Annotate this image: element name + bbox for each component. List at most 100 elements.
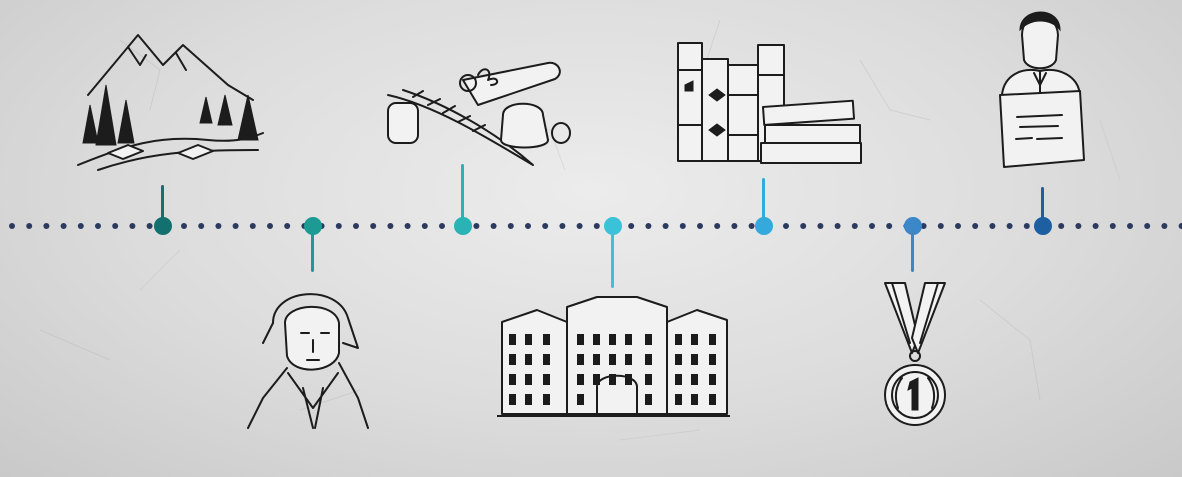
building-window	[675, 334, 682, 345]
building-window	[509, 354, 516, 365]
timeline-dot	[129, 223, 135, 229]
building-window	[543, 394, 550, 405]
timeline-dot	[559, 223, 565, 229]
timeline-dot	[972, 223, 978, 229]
timeline-dot	[525, 223, 531, 229]
timeline-dot	[250, 223, 256, 229]
timeline-dot	[955, 223, 961, 229]
stack-of-books-icon	[673, 25, 865, 170]
timeline-dot	[370, 223, 376, 229]
timeline-dot	[26, 223, 32, 229]
timeline-dot	[1007, 223, 1013, 229]
building-window	[509, 334, 516, 345]
building-window	[645, 334, 652, 345]
timeline-dot	[353, 223, 359, 229]
timeline-dot	[989, 223, 995, 229]
timeline-dot	[869, 223, 875, 229]
timeline-dot	[542, 223, 548, 229]
building-window	[509, 394, 516, 405]
timeline-dot	[731, 223, 737, 229]
timeline-dot	[181, 223, 187, 229]
timeline-dot	[1144, 223, 1150, 229]
building-window	[509, 374, 516, 385]
marker-node	[1034, 217, 1052, 235]
timeline-dot	[1024, 223, 1030, 229]
building-window	[593, 334, 600, 345]
building-window	[593, 374, 600, 385]
building-window	[625, 374, 632, 385]
building-window	[709, 334, 716, 345]
marker-node	[154, 217, 172, 235]
timeline-dotted-line	[0, 221, 1182, 231]
marker-stem	[911, 230, 914, 272]
bust-monument-icon	[992, 5, 1088, 175]
timeline-dot	[1110, 223, 1116, 229]
timeline-dot	[1179, 223, 1182, 229]
marker-stem	[461, 164, 464, 224]
timeline-dot	[852, 223, 858, 229]
building-window	[625, 354, 632, 365]
building-window	[543, 374, 550, 385]
building-window	[691, 354, 698, 365]
building-window	[645, 374, 652, 385]
building-window	[577, 394, 584, 405]
timeline-dot	[147, 223, 153, 229]
timeline-dot	[43, 223, 49, 229]
timeline-dot	[628, 223, 634, 229]
timeline-dot	[267, 223, 273, 229]
timeline-dot	[817, 223, 823, 229]
timeline-dot	[1161, 223, 1167, 229]
timeline-dot	[680, 223, 686, 229]
timeline-dot	[508, 223, 514, 229]
building-window	[525, 334, 532, 345]
timeline-dot	[284, 223, 290, 229]
woman-in-bonnet-portrait-icon	[243, 278, 373, 433]
timeline-dot	[663, 223, 669, 229]
timeline-dot	[473, 223, 479, 229]
timeline-dot	[1075, 223, 1081, 229]
timeline-dot	[749, 223, 755, 229]
timeline-dot	[783, 223, 789, 229]
timeline-dot	[95, 223, 101, 229]
timeline-dot	[886, 223, 892, 229]
building-window	[645, 394, 652, 405]
timeline-dot	[594, 223, 600, 229]
timeline-dot	[835, 223, 841, 229]
building-window	[675, 374, 682, 385]
timeline-dot	[714, 223, 720, 229]
timeline-dot	[938, 223, 944, 229]
building-window	[577, 374, 584, 385]
building-window	[543, 334, 550, 345]
building-window	[525, 374, 532, 385]
academy-building-icon	[497, 292, 730, 420]
timeline-dot	[215, 223, 221, 229]
timeline-dot	[336, 223, 342, 229]
building-window	[577, 354, 584, 365]
building-window	[709, 354, 716, 365]
building-window	[691, 394, 698, 405]
timeline-dot	[61, 223, 67, 229]
timeline-dot	[800, 223, 806, 229]
timeline-dot	[112, 223, 118, 229]
timeline-dot	[78, 223, 84, 229]
timeline-dot	[1093, 223, 1099, 229]
marker-stem	[611, 230, 614, 288]
marker-node	[454, 217, 472, 235]
building-window	[675, 394, 682, 405]
quill-scroll-inkwell-icon	[383, 55, 573, 170]
timeline-dot	[1058, 223, 1064, 229]
timeline-dot	[422, 223, 428, 229]
timeline-dot	[577, 223, 583, 229]
building-window	[691, 334, 698, 345]
timeline-dot	[233, 223, 239, 229]
mountain-landscape-icon	[68, 25, 268, 175]
building-window	[577, 334, 584, 345]
building-window	[645, 354, 652, 365]
building-window	[525, 394, 532, 405]
building-window	[609, 334, 616, 345]
first-place-medal-icon	[880, 278, 950, 430]
building-window	[543, 354, 550, 365]
timeline-dot	[697, 223, 703, 229]
marker-node	[755, 217, 773, 235]
building-window	[675, 354, 682, 365]
